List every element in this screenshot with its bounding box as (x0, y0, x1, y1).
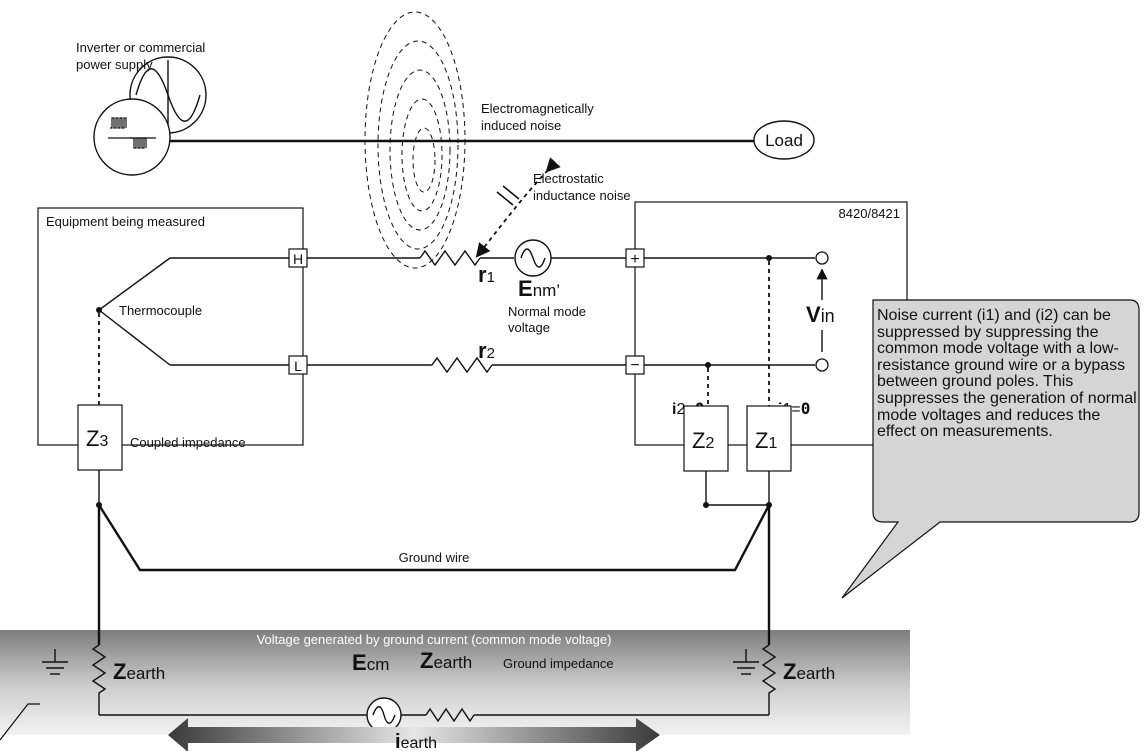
r1-label: r1 (478, 262, 495, 287)
power-supply-label-line1: Inverter or commercial (76, 40, 205, 55)
common-mode-label: Voltage generated by ground current (com… (257, 632, 612, 647)
ground-symbol-left-icon (42, 649, 68, 675)
z3-box (77, 404, 123, 471)
power-supply-inverter (93, 98, 171, 176)
em-noise-label-line2: induced noise (481, 118, 561, 133)
resistor-r2 (431, 356, 493, 374)
svg-text:H: H (293, 251, 303, 267)
normal-mode-label-line2: voltage (508, 320, 550, 335)
svg-text:L: L (294, 358, 302, 374)
svg-text:+: + (630, 251, 639, 268)
z1-box (746, 405, 792, 472)
zearth-left-label: Zearth (113, 659, 165, 684)
ecm-label: Ecm (352, 650, 389, 675)
enm-label: Enm’ (518, 276, 560, 301)
ground-impedance-label: Ground impedance (503, 656, 614, 671)
electrostatic-coupling-path (475, 157, 561, 258)
resistor-zearth-left (91, 644, 107, 715)
zearth-right-label: Zearth (783, 659, 835, 684)
resistor-zearth-ground (425, 707, 475, 723)
resistor-r1 (419, 249, 481, 267)
resistor-zearth-right (761, 644, 777, 715)
ground-symbol-right-icon (733, 649, 759, 675)
magnetic-field-lines (364, 11, 466, 269)
z3-label: Z3 (86, 426, 108, 451)
normal-mode-label-line1: Normal mode (508, 304, 586, 319)
ground-wire-label: Ground wire (399, 550, 470, 565)
power-supply-label-line2: power supply (76, 57, 153, 72)
em-noise-label-line1: Electromagnetically (481, 101, 594, 116)
callout-pointer-left (0, 703, 40, 741)
z1-label: Z1 (755, 428, 777, 453)
z2-box (683, 405, 729, 472)
thermocouple (96, 257, 289, 366)
coupled-impedance-label: Coupled impedance (130, 435, 246, 450)
load (753, 120, 815, 160)
pwm-waveform-icon (108, 117, 156, 149)
es-noise-label-line2: inductance noise (533, 188, 631, 203)
r2-label: r2 (478, 338, 495, 363)
instrument-label: 8420/8421 (839, 206, 900, 221)
ground-wire (97, 504, 771, 572)
instrument-box (634, 201, 908, 446)
load-label: Load (765, 131, 803, 150)
thermocouple-label: Thermocouple (119, 303, 202, 318)
zearth-ground-label: Zearth (420, 648, 472, 673)
capacitor-symbol (496, 185, 520, 206)
equipment-label: Equipment being measured (46, 214, 205, 229)
callout-text: Noise current (i1) and (i2) can be suppr… (877, 307, 1137, 441)
vin-label: Vin (806, 302, 835, 327)
svg-text:−: − (630, 357, 639, 374)
iearth-label: iearth (395, 731, 437, 751)
callout-bubble (841, 299, 1140, 599)
z2-label: Z2 (692, 428, 714, 453)
ground-region (0, 630, 910, 735)
iearth-arrow (168, 718, 660, 751)
es-noise-label-line1: Electrostatic (533, 171, 604, 186)
